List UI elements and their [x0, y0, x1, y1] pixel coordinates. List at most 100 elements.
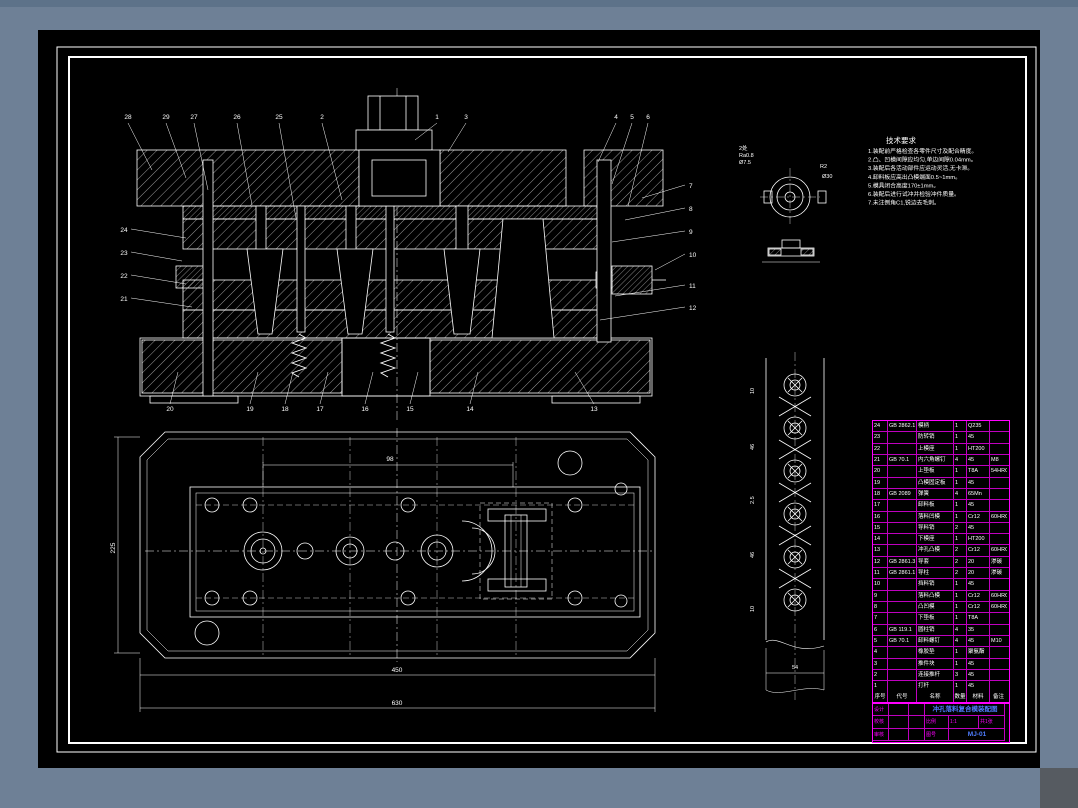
bom-cell-qty: 1 [954, 658, 967, 669]
bom-row: 16 落料凹模 1 Cr12 60HRC [873, 510, 1009, 522]
svg-label: 11 [689, 283, 696, 290]
bom-cell-note [990, 613, 1007, 623]
bom-cell-code [888, 602, 917, 613]
svg-label: 4 [614, 114, 618, 121]
bom-row: 23 防转销 1 45 [873, 431, 1009, 443]
leader-lines-left [130, 228, 193, 308]
bom-row: 7 下垫板 1 T8A [873, 612, 1009, 624]
leader-line [130, 297, 193, 308]
svg-label: 5 [630, 114, 634, 121]
bom-cell-no: 18 [873, 488, 888, 500]
detail-view [760, 168, 827, 263]
bom-cell-no: 4 [873, 647, 888, 658]
bom-cell-qty: 1 [954, 443, 967, 454]
bom-cell-no: 15 [873, 522, 888, 534]
leader-line [249, 371, 259, 405]
bom-row: 22 上模座 1 HT200 [873, 442, 1009, 454]
bom-cell-note: M10 [991, 637, 1002, 644]
bom-cell-mat: Cr12 [967, 590, 990, 601]
bom-cell-code [888, 613, 917, 624]
bom-cell-qty: 1 [954, 590, 967, 601]
note-line: 2.凸、凹模间隙应均匀,单边间隙0.04mm。 [868, 156, 977, 164]
svg-label: 1 [435, 114, 439, 121]
leader-line [409, 371, 419, 405]
bom-cell-name: 落料凹模 [917, 511, 954, 522]
bom-cell-name: 导柱 [917, 568, 954, 579]
bom-cell-qty: 4 [954, 454, 967, 466]
bom-cell-name: 橡胶垫 [917, 647, 954, 658]
bom-cell-qty: 2 [954, 568, 967, 579]
bom-cell-qty: 1 [954, 511, 967, 522]
bom-cell-qty: 1 [954, 466, 967, 477]
bom-cell-name: 落料凸模 [917, 590, 954, 601]
bom-cell-qty: 2 [954, 556, 967, 568]
bom-cell-code [888, 511, 917, 522]
svg-label: 7 [689, 183, 693, 190]
bom-cell-name: 内六角螺钉 [917, 454, 954, 466]
tb-design-name [889, 704, 909, 717]
bom-cell-code [888, 590, 917, 601]
bom-cell-mat: 45 [967, 658, 990, 669]
svg-label: 22 [120, 273, 128, 280]
leader-line [624, 207, 686, 221]
bom-cell-note: 渗碳 [991, 558, 1003, 565]
bom-cell-mat: Cr12 [967, 545, 990, 556]
bom-cell-name: 挡料销 [917, 579, 954, 590]
bom-cell-name: 上模座 [917, 443, 954, 454]
svg-label: 16 [361, 406, 369, 413]
bom-row: 14 下模座 1 HT200 [873, 533, 1009, 545]
bom-cell-no: 16 [873, 511, 888, 522]
bom-cell-code [888, 477, 917, 488]
svg-label: 10 [750, 606, 756, 612]
bom-row: 10 挡料销 1 45 [873, 578, 1009, 590]
svg-label: 17 [316, 406, 324, 413]
leader-line [127, 122, 153, 171]
bom-header-row: 序号 代号 名称 数量 材料 备注 [873, 691, 1009, 702]
tb-approve-name [889, 728, 909, 741]
tb-scale-label: 比例 [925, 716, 949, 729]
bom-cell-note [990, 659, 1007, 669]
tb-sheet-value: 共1张 [979, 716, 1005, 729]
svg-label: 15 [406, 406, 414, 413]
bom-cell-name: 卸料螺钉 [917, 635, 954, 647]
svg-label: 12 [689, 305, 697, 312]
bom-header-qty: 数量 [954, 691, 967, 702]
leader-line [447, 122, 467, 153]
svg-label: 9 [689, 229, 693, 236]
bom-cell-code: GB 2861.1 [888, 568, 917, 579]
bom-cell-code: GB 119.1 [888, 624, 917, 635]
leader-lines-top [127, 122, 649, 219]
bom-row: 19 凸模固定板 1 45 [873, 476, 1009, 488]
bom-cell-mat: HT200 [967, 534, 990, 545]
bom-cell-note [990, 489, 1007, 499]
svg-label: Ø7.5 [739, 160, 751, 166]
bom-cell-mat: Q235 [967, 421, 990, 432]
svg-label: 28 [124, 114, 132, 121]
svg-label: 10 [750, 388, 756, 394]
svg-label: 46 [750, 444, 756, 450]
bom-cell-mat: 65Mn [967, 488, 990, 500]
bom-cell-note [990, 670, 1007, 680]
bom-cell-name: 下模座 [917, 534, 954, 545]
svg-label: 225 [110, 542, 117, 553]
bom-cell-qty: 4 [954, 488, 967, 500]
bom-cell-mat: 20 [967, 568, 990, 579]
bom-cell-qty: 1 [954, 613, 967, 624]
leader-line [284, 371, 294, 405]
leader-lines-bottom [169, 371, 595, 405]
leader-line [319, 371, 329, 405]
bom-cell-mat: 45 [967, 635, 990, 647]
leader-line [278, 122, 297, 219]
bom-cell-no: 11 [873, 568, 888, 579]
svg-label: 20 [166, 406, 174, 413]
bom-cell-note [990, 444, 1007, 454]
bom-row: 5 GB 70.1 卸料螺钉 4 45 M10 [873, 634, 1009, 647]
bom-cell-name: 推件块 [917, 658, 954, 669]
bom-cell-code [888, 579, 917, 590]
leader-line [654, 253, 686, 271]
